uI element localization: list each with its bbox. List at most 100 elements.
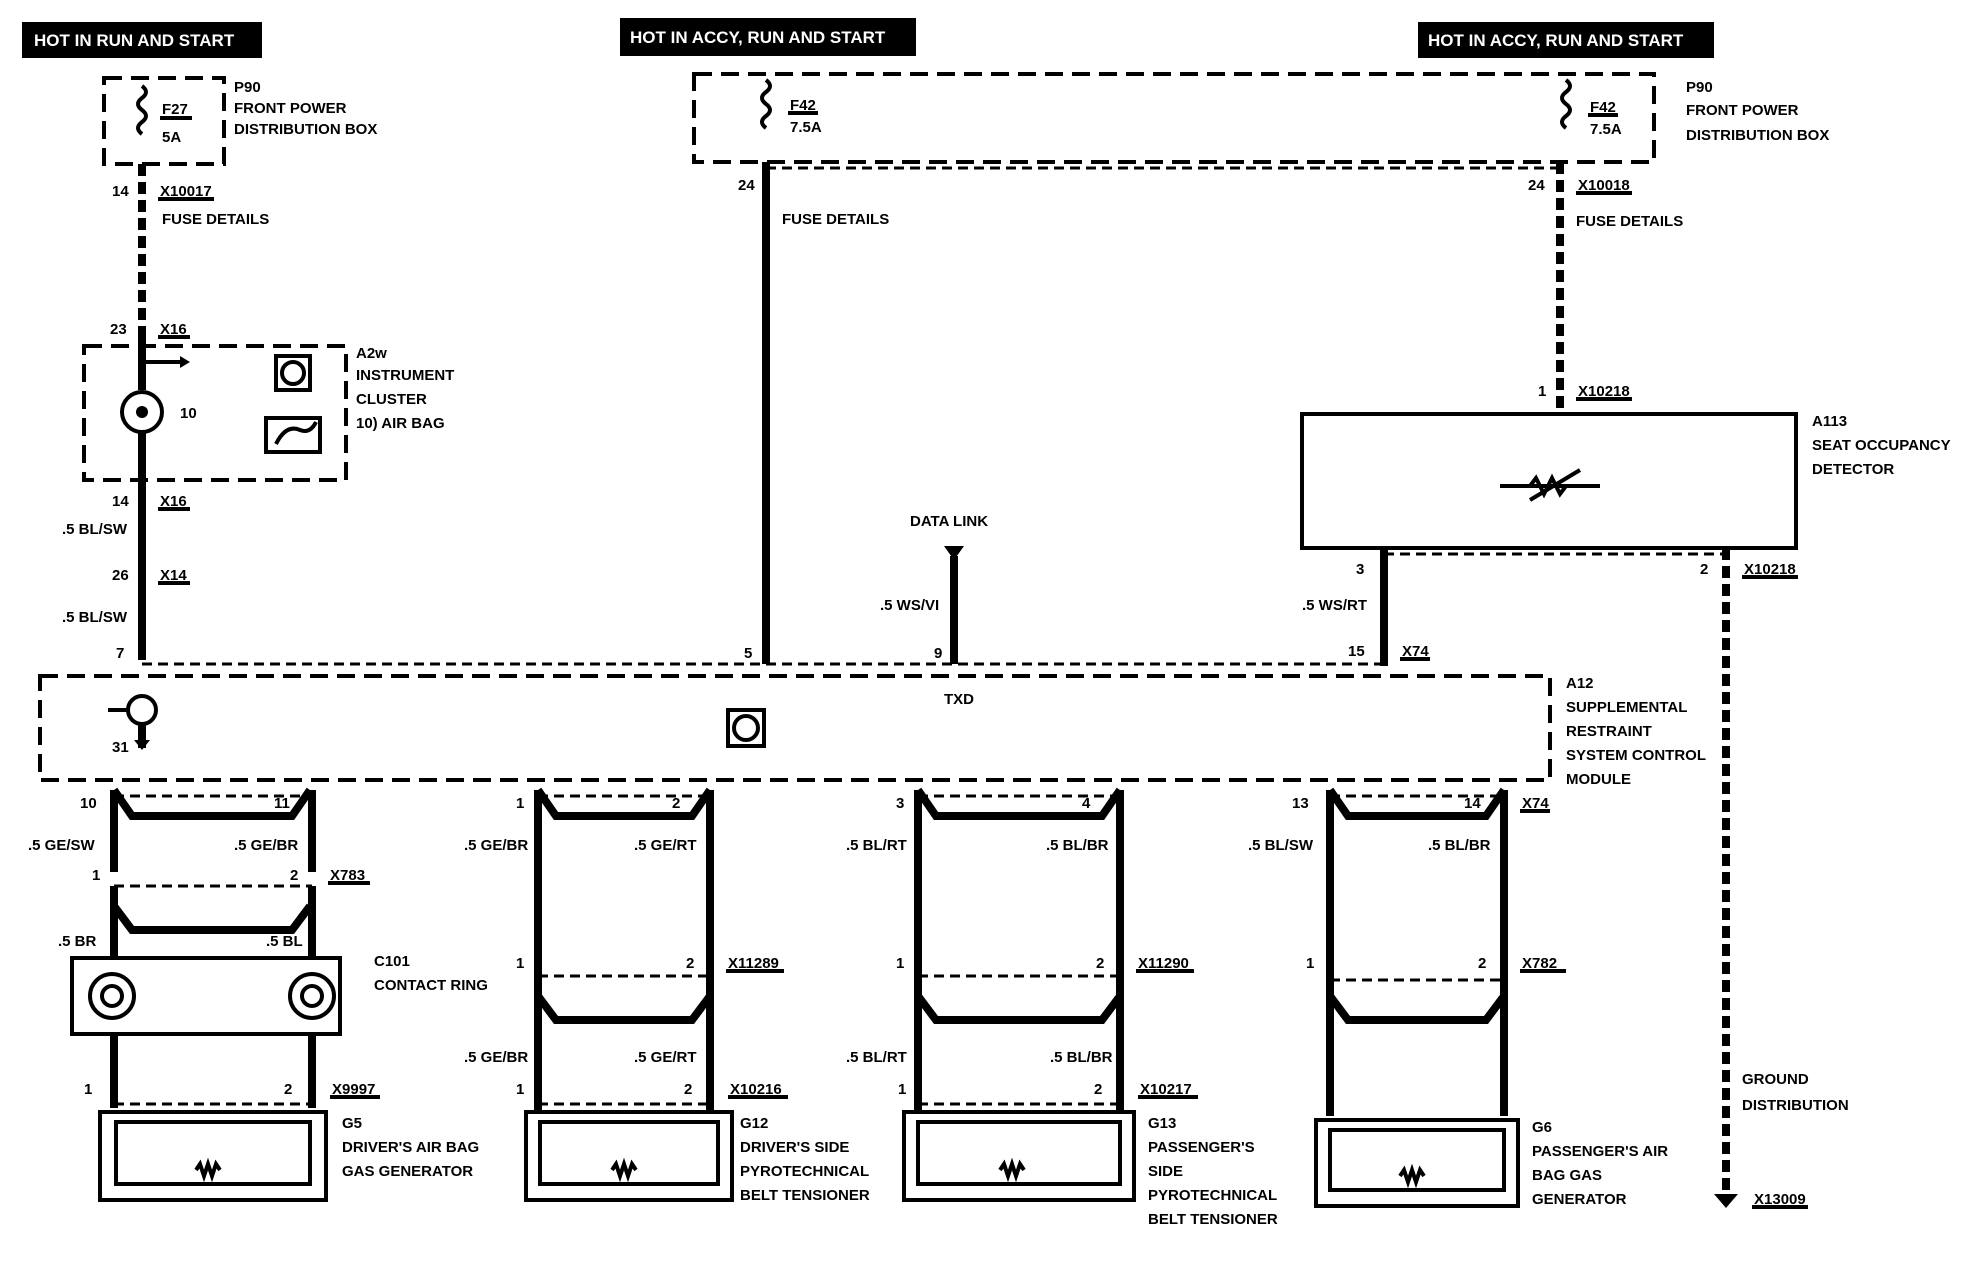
output-pair-g13: 3 4 .5 BL/RT .5 BL/BR 1 2 X11290 .5 BL/R…: [846, 787, 1278, 1228]
connector-x10217: X10217: [1140, 1081, 1192, 1098]
g6-name-3: GENERATOR: [1532, 1191, 1627, 1208]
c101-ref: C101: [374, 953, 410, 970]
g12-name-3: BELT TENSIONER: [740, 1187, 870, 1204]
fuse-box-left-name-1: FRONT POWER: [234, 100, 347, 117]
banner-middle-text: HOT IN ACCY, RUN AND START: [630, 28, 886, 47]
contact-ring-c101: [70, 956, 342, 1036]
g12-resistor-icon: [610, 1157, 638, 1183]
banner-right-text: HOT IN ACCY, RUN AND START: [1428, 31, 1684, 50]
fuse-f27-symbol: [136, 84, 148, 136]
fuse-f42-a-symbol: [760, 78, 772, 130]
pin-14-pair4: 14: [1464, 795, 1481, 812]
g6-name-1: PASSENGER'S AIR: [1532, 1143, 1668, 1160]
output-pair-g12: 1 2 .5 GE/BR .5 GE/RT 1 2 X11289 .5 GE/B…: [464, 787, 870, 1204]
pin-5: 5: [744, 645, 752, 662]
connector-x16-bottom: X16: [160, 493, 187, 510]
wire-bl-rt-1: .5 BL/RT: [846, 837, 907, 854]
fuse-box-left-name-2: DISTRIBUTION BOX: [234, 121, 377, 138]
data-link-label: DATA LINK: [910, 513, 988, 530]
fuse-details-right: FUSE DETAILS: [1576, 213, 1683, 230]
a113-name-2: DETECTOR: [1812, 461, 1894, 478]
wire-bl-br-1: .5 BL/BR: [1046, 837, 1109, 854]
connector-x783: X783: [330, 867, 365, 884]
g13-resistor-icon: [998, 1157, 1026, 1183]
g5-ref: G5: [342, 1115, 362, 1132]
g13-name-4: BELT TENSIONER: [1148, 1211, 1278, 1228]
c101-name: CONTACT RING: [374, 977, 488, 994]
output-pair-g5: 10 11 .5 GE/SW .5 GE/BR 1 2 X783 .5 BR .…: [28, 787, 488, 1202]
x10216-pin-1: 1: [516, 1081, 524, 1098]
banner-left-text: HOT IN RUN AND START: [34, 31, 235, 50]
wire-bl: .5 BL: [266, 933, 303, 950]
g12-name-1: DRIVER'S SIDE: [740, 1139, 849, 1156]
wire-bl-br-3: .5 BL/BR: [1050, 1049, 1113, 1066]
txd-label: TXD: [944, 691, 974, 708]
x11290-pin-1: 1: [896, 955, 904, 972]
pin-4-pair3: 4: [1082, 795, 1091, 812]
connector-x11290: X11290: [1138, 955, 1189, 972]
connector-x10017: X10017: [160, 183, 212, 200]
ground-name-1: GROUND: [1742, 1071, 1809, 1088]
ground-name-2: DISTRIBUTION: [1742, 1097, 1849, 1114]
connector-x16-top: X16: [160, 321, 187, 338]
a12-ref: A12: [1566, 675, 1594, 692]
g5-resistor-icon: [194, 1157, 222, 1183]
srs-control-module-a12: TXD 31 A12 SUPPLEMENTAL RESTRAINT SYSTEM…: [38, 662, 1706, 788]
g12-ref: G12: [740, 1115, 768, 1132]
x11289-pin-2: 2: [686, 955, 694, 972]
pin-31: 31: [112, 739, 129, 756]
a12-name-3: SYSTEM CONTROL: [1566, 747, 1706, 764]
pin-9: 9: [934, 645, 942, 662]
fuse-box-left: F27 5A P90 FRONT POWER DISTRIBUTION BOX: [102, 76, 377, 166]
wire-bl-rt-2: .5 BL/RT: [846, 1049, 907, 1066]
wire-ws-vi: .5 WS/VI: [880, 597, 939, 614]
wire-ws-rt: .5 WS/RT: [1302, 597, 1367, 614]
pin-26: 26: [112, 567, 129, 584]
gas-generator-g5: [98, 1110, 328, 1202]
connector-x14: X14: [160, 567, 187, 584]
seat-occupancy-detector-a113: A113 SEAT OCCUPANCY DETECTOR: [1300, 412, 1951, 550]
belt-tensioner-g13: [902, 1110, 1136, 1202]
banner-left: HOT IN RUN AND START: [22, 22, 262, 58]
contact-ring-right-icon: [288, 972, 336, 1020]
wire-bl-br-2: .5 BL/BR: [1428, 837, 1491, 854]
fuse-f27-label: F27: [162, 101, 188, 118]
pin-15: 15: [1348, 643, 1365, 660]
pin-2-a113: 2: [1700, 561, 1708, 578]
fuse-f42-b-label: F42: [1590, 99, 1616, 116]
g13-name-3: PYROTECHNICAL: [1148, 1187, 1277, 1204]
x783-pin-1: 1: [92, 867, 100, 884]
fuse-box-right-name-1: FRONT POWER: [1686, 102, 1799, 119]
pin-24-middle: 24: [738, 177, 755, 194]
pin-1-pair2: 1: [516, 795, 524, 812]
g13-name-2: SIDE: [1148, 1163, 1183, 1180]
pin-24-right: 24: [1528, 177, 1545, 194]
x10217-pin-2: 2: [1094, 1081, 1102, 1098]
x10217-pin-1: 1: [898, 1081, 906, 1098]
connector-x11289: X11289: [728, 955, 779, 972]
x11289-pin-1: 1: [516, 955, 524, 972]
pin-3-pair3: 3: [896, 795, 904, 812]
wire-bl-sw-2: .5 BL/SW: [62, 609, 128, 626]
g13-ref: G13: [1148, 1115, 1176, 1132]
g5-name-1: DRIVER'S AIR BAG: [342, 1139, 479, 1156]
g5-name-2: GAS GENERATOR: [342, 1163, 473, 1180]
banner-right: HOT IN ACCY, RUN AND START: [1418, 22, 1714, 58]
cluster-name-2: CLUSTER: [356, 391, 427, 408]
banner-middle: HOT IN ACCY, RUN AND START: [620, 18, 916, 56]
x10216-pin-2: 2: [684, 1081, 692, 1098]
connector-x13009: X13009: [1754, 1191, 1806, 1208]
a12-name-1: SUPPLEMENTAL: [1566, 699, 1687, 716]
x783-pin-2: 2: [290, 867, 298, 884]
wire-ge-rt-2: .5 GE/RT: [634, 1049, 697, 1066]
wire-ge-rt-1: .5 GE/RT: [634, 837, 697, 854]
belt-tensioner-g12: [524, 1110, 734, 1202]
airbag-symbol-icon: [274, 354, 312, 392]
a12-name-2: RESTRAINT: [1566, 723, 1652, 740]
connector-x74-top: X74: [1402, 643, 1429, 660]
a12-name-4: MODULE: [1566, 771, 1631, 788]
connector-x10216: X10216: [730, 1081, 782, 1098]
x9997-pin-1: 1: [84, 1081, 92, 1098]
x782-pin-2: 2: [1478, 955, 1486, 972]
